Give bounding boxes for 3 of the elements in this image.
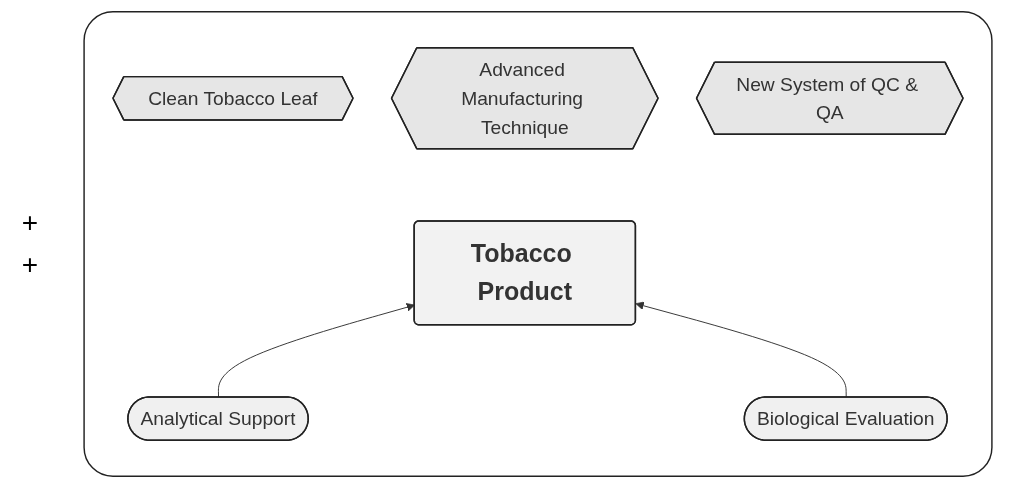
plus-sign: + [21, 207, 39, 239]
cluster [83, 10, 993, 478]
plus-sign: + [21, 249, 39, 281]
